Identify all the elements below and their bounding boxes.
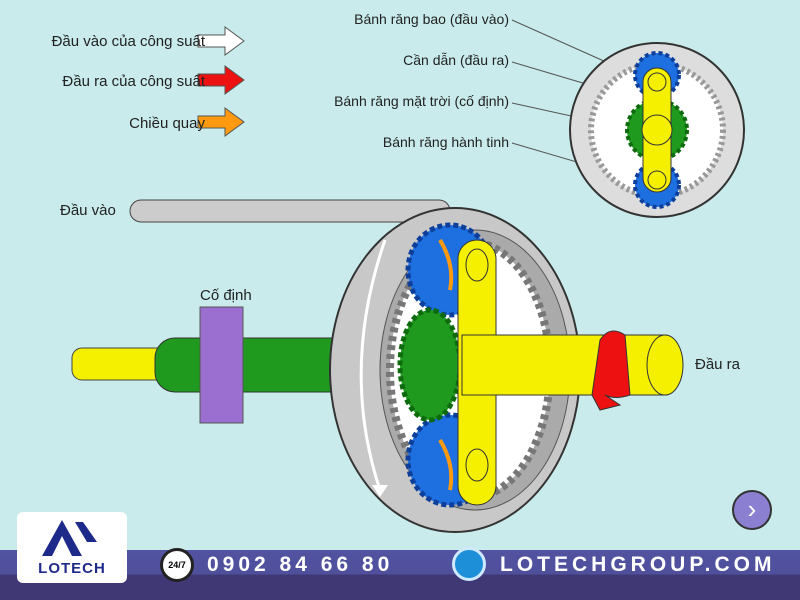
hotline-icon: 24/7 [160,548,194,582]
fixed-label: Cố định [200,287,252,304]
input-arrow-icon [197,26,245,56]
lotech-logo: LOTECH [17,512,127,583]
legend-output-label: Đầu ra của công suất [62,73,205,90]
output-label: Đầu ra [695,356,741,373]
footer-banner [0,550,800,600]
fixed-clamp [199,306,244,424]
small-gear-diagram [511,19,745,218]
callout-ring-gear: Bánh răng bao (đầu vào) [354,11,509,27]
website-link[interactable]: LOTECHGROUP.COM [500,553,776,576]
output-shaft [461,334,668,396]
input-band [129,199,451,223]
callout-sun-gear: Bánh răng mặt trời (cố định) [334,93,509,109]
phone-number[interactable]: 0902 84 66 80 [207,553,394,576]
callout-carrier: Cần dẫn (đầu ra) [403,52,509,68]
next-button[interactable]: › [732,490,772,530]
logo-mark-icon [42,520,97,556]
input-label: Đầu vào [60,202,116,219]
output-arrow-icon [197,65,245,95]
legend-input-label: Đầu vào của công suất [51,33,205,50]
legend-rotation-label: Chiều quay [129,115,205,132]
callout-planet-gear: Bánh răng hành tinh [382,134,509,150]
output-rotation-arrow-icon [591,330,631,411]
rotation-arrow-icon [197,107,245,137]
sun-gear [397,307,463,423]
globe-icon [452,547,486,581]
